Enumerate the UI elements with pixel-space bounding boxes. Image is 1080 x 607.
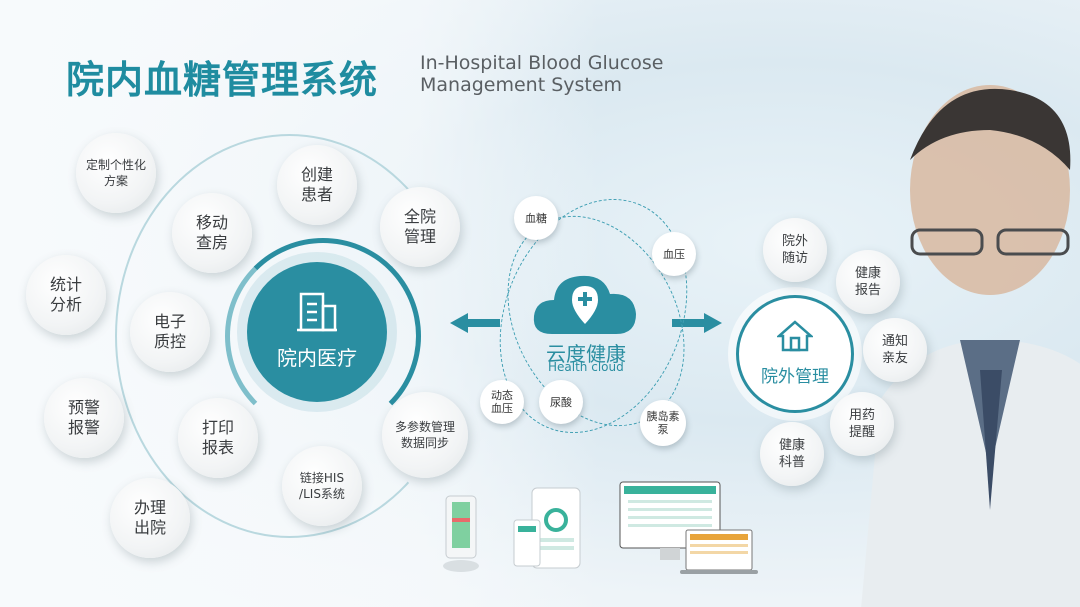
satellite-uric-acid: 尿酸 [539, 380, 583, 424]
feature-mobile-rounds: 移动 查房 [172, 193, 252, 273]
out-hub-label: 院外管理 [761, 367, 829, 387]
doctor-illustration [861, 85, 1080, 607]
feature-print-report: 打印 报表 [178, 398, 258, 478]
page-title: 院内血糖管理系统 [66, 58, 379, 102]
feature-create-patient: 创建 患者 [277, 145, 357, 225]
cloud-subtitle: Health cloud [548, 360, 624, 374]
arrow-left-icon [450, 313, 500, 333]
outer-ring [115, 134, 464, 538]
feature-warning: 预警 报警 [44, 378, 124, 458]
feature-health-report: 健康 报告 [836, 250, 900, 314]
feature-followup: 院外 随访 [763, 218, 827, 282]
cloud-icon [533, 275, 636, 334]
satellite-glucose: 血糖 [514, 196, 558, 240]
devices-illustration [443, 481, 758, 574]
feature-medicine-reminder: 用药 提醒 [830, 392, 894, 456]
feature-health-education: 健康 科普 [760, 422, 824, 486]
feature-statistics: 统计 分析 [26, 255, 106, 335]
subtitle-line-1: In-Hospital Blood Glucose [420, 52, 664, 74]
in-hospital-hub: 院内医疗 [247, 262, 387, 402]
satellite-dynamic-bp: 动态 血压 [480, 380, 524, 424]
building-icon [297, 292, 337, 332]
feature-quality-control: 电子 质控 [130, 292, 210, 372]
feature-custom-plan: 定制个性化 方案 [76, 133, 156, 213]
house-icon [777, 320, 813, 352]
feature-data-sync: 多参数管理 数据同步 [382, 392, 468, 478]
inner-ring [225, 238, 421, 434]
page-subtitle: In-Hospital Blood Glucose Management Sys… [420, 52, 680, 96]
out-hospital-hub: 院外管理 [736, 295, 854, 413]
feature-hospital-management: 全院 管理 [380, 187, 460, 267]
feature-discharge: 办理 出院 [110, 478, 190, 558]
feature-notify-family: 通知 亲友 [863, 318, 927, 382]
hub-label: 院内医疗 [277, 346, 357, 370]
arrow-right-icon [672, 313, 722, 333]
subtitle-line-2: Management System [420, 74, 623, 96]
cloud-title: 云度健康 [546, 342, 626, 366]
satellite-blood-pressure: 血压 [652, 232, 696, 276]
feature-his-lis-link: 链接HIS /LIS系统 [282, 446, 362, 526]
satellite-insulin-pump: 胰岛素 泵 [640, 400, 686, 446]
